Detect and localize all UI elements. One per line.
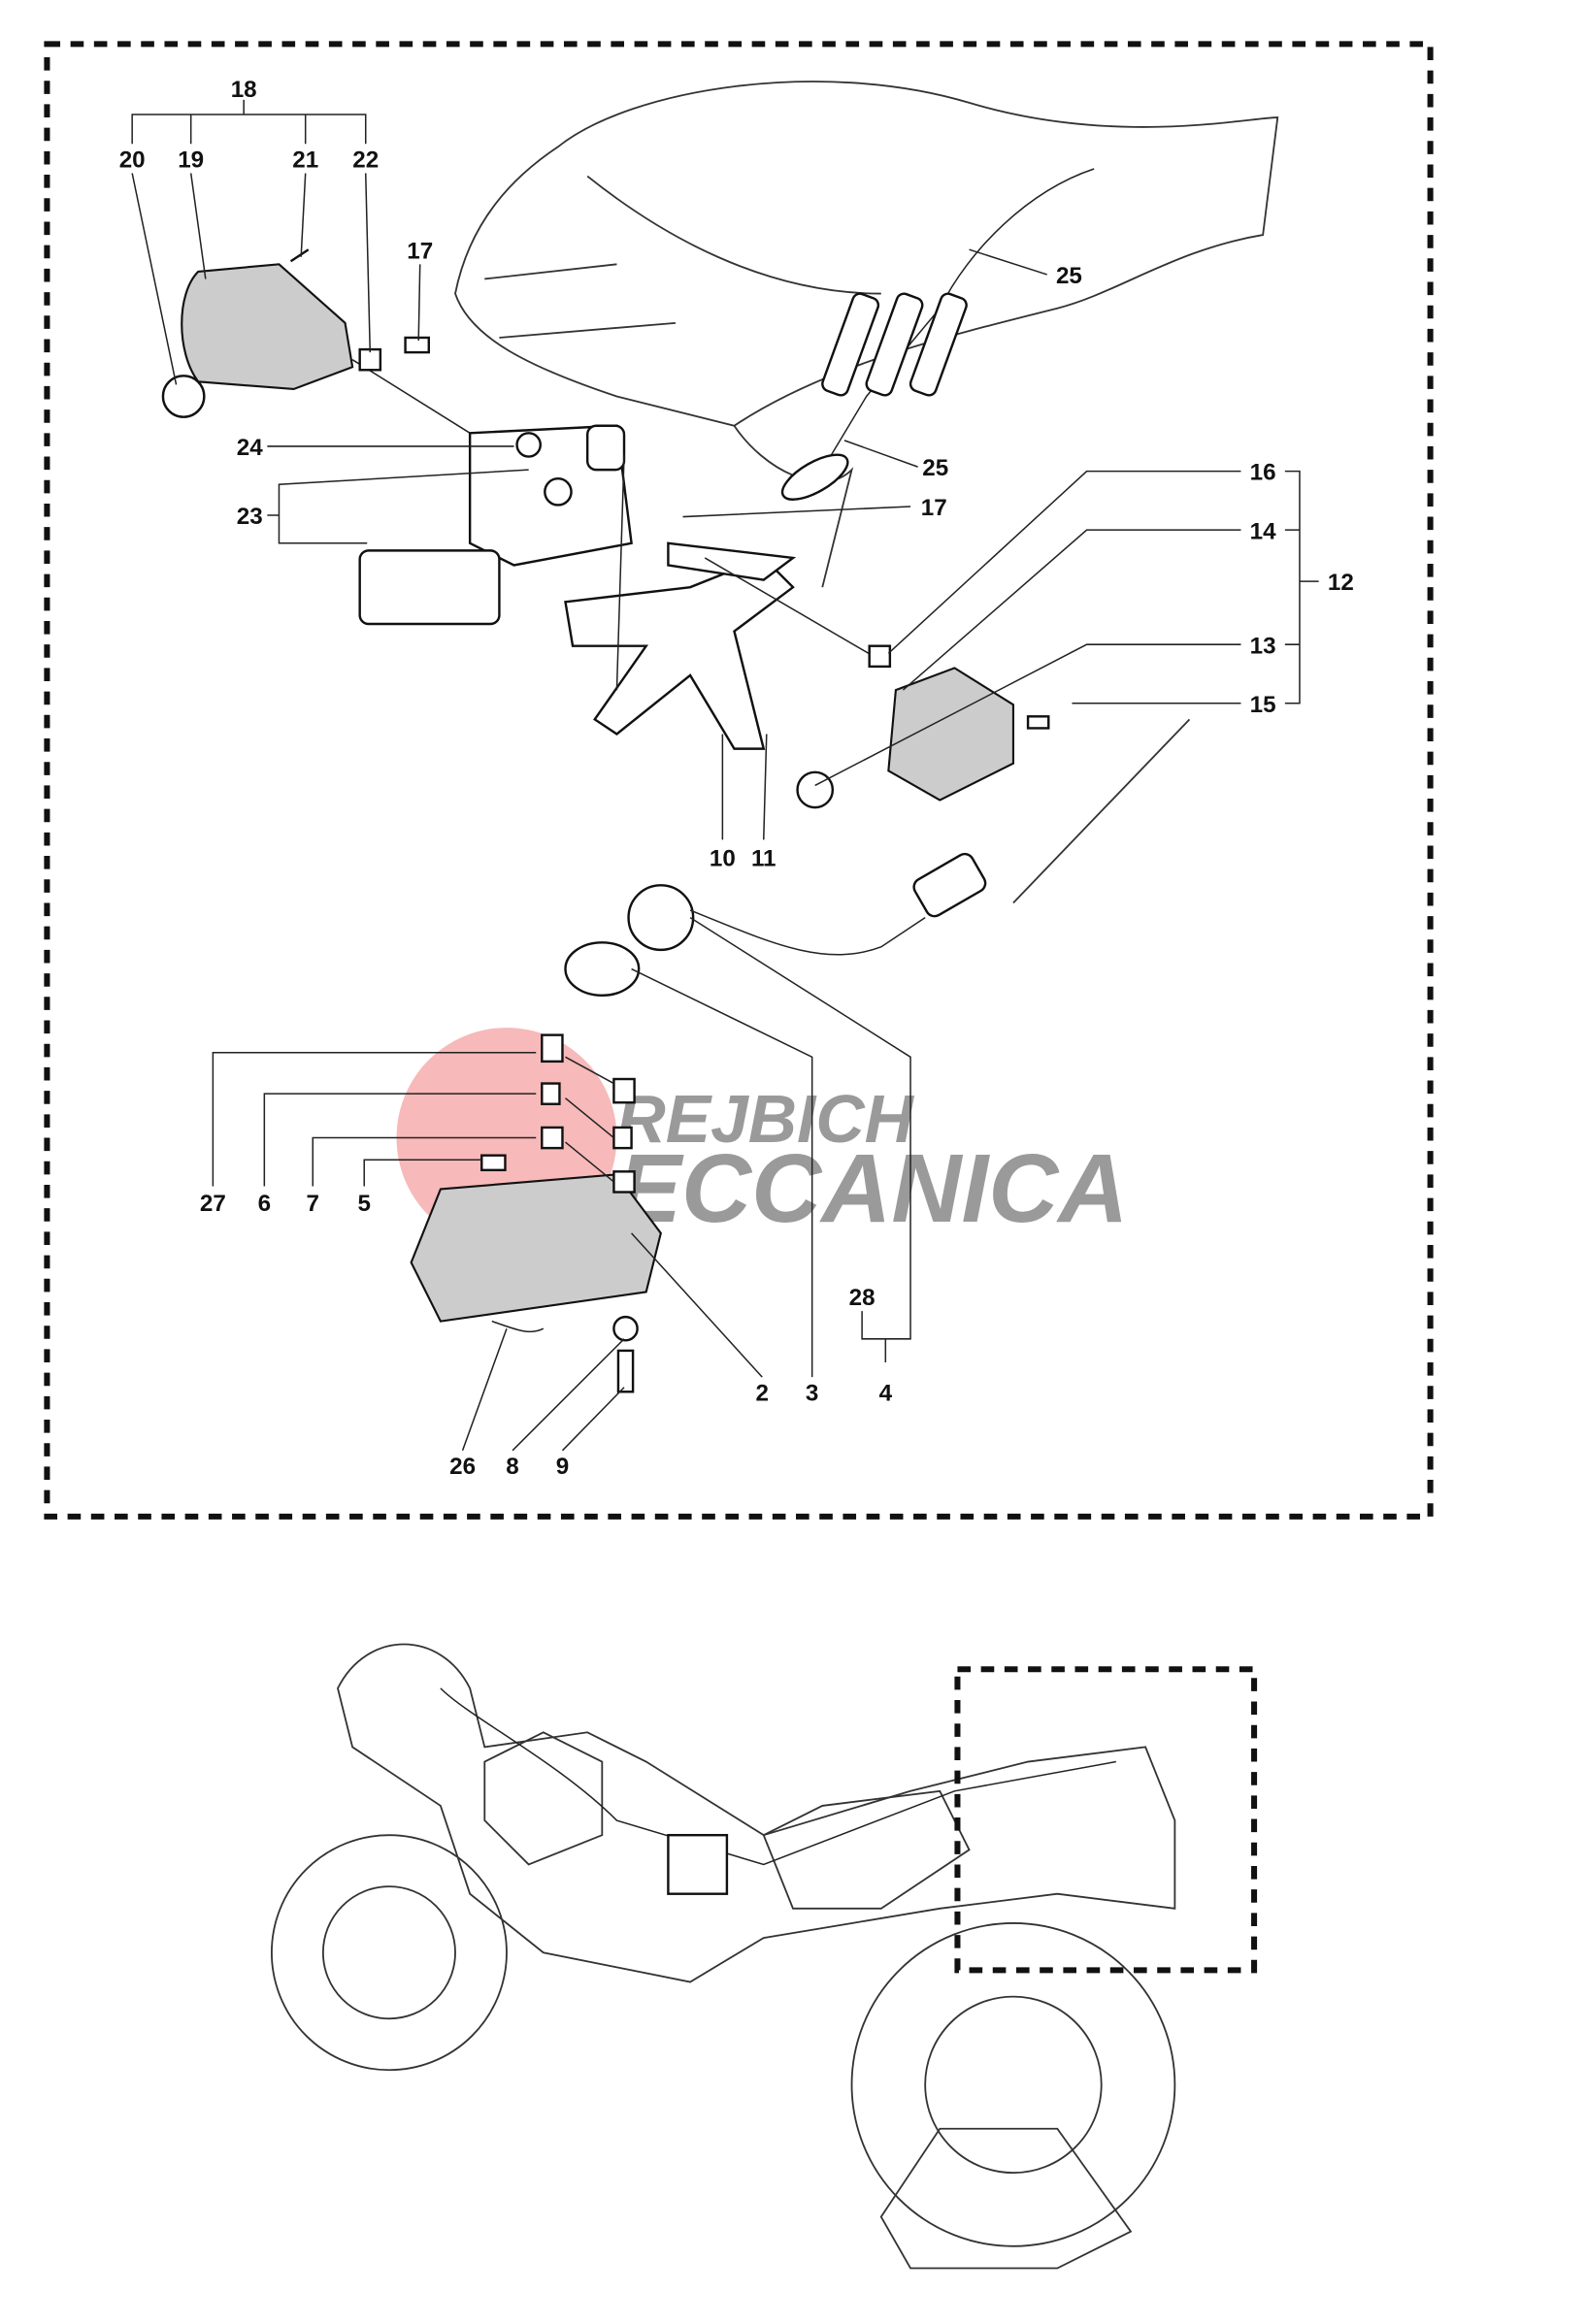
motorcycle-overview (270, 1643, 1176, 2270)
callout-label: 12 (1328, 570, 1354, 596)
callout-label: 23 (237, 504, 263, 530)
callout-label: 13 (1250, 633, 1276, 659)
plate-holder (358, 424, 797, 750)
callout-label: 3 (806, 1380, 818, 1406)
callout-label: 25 (922, 455, 948, 481)
callout-label: 18 (231, 77, 257, 103)
callout-label: 28 (849, 1285, 876, 1311)
svg-text:REJBICH: REJBICH (616, 1081, 914, 1157)
turn-signal-left (161, 248, 471, 434)
wiring-connectors (780, 168, 1095, 501)
callout-label: 24 (237, 435, 263, 461)
turn-signal-right (704, 557, 1191, 904)
callout-label: 16 (1250, 460, 1276, 486)
callout-label: 2 (756, 1380, 769, 1406)
callout-label: 4 (879, 1380, 893, 1406)
callout-label: 27 (200, 1191, 226, 1217)
callout-label: 11 (751, 846, 776, 872)
callout-label: 14 (1250, 518, 1276, 544)
callout-label: 7 (307, 1191, 319, 1217)
leader-lines (131, 99, 1319, 1452)
callout-labels: 18 20 19 21 22 17 25 24 25 23 17 16 14 1… (119, 77, 1354, 1480)
callout-label: 22 (352, 147, 379, 173)
overview-detail-frame (954, 1666, 1258, 1974)
callout-label: 9 (556, 1454, 569, 1480)
callout-label: 17 (407, 238, 433, 264)
callout-label: 26 (449, 1454, 476, 1480)
callout-label: 15 (1250, 692, 1276, 718)
callout-label: 17 (921, 495, 947, 521)
callout-label: 19 (178, 147, 204, 173)
callout-label: 6 (258, 1191, 271, 1217)
tail-light (410, 1033, 662, 1393)
callout-label: 20 (119, 147, 146, 173)
callout-label: 21 (292, 147, 318, 173)
callout-label: 25 (1056, 263, 1082, 289)
callout-label: 5 (357, 1191, 370, 1217)
callout-label: 8 (506, 1454, 518, 1480)
callout-label: 10 (710, 846, 736, 872)
svg-text:ECCANICA: ECCANICA (616, 1135, 1128, 1243)
lamp-socket (564, 852, 987, 997)
